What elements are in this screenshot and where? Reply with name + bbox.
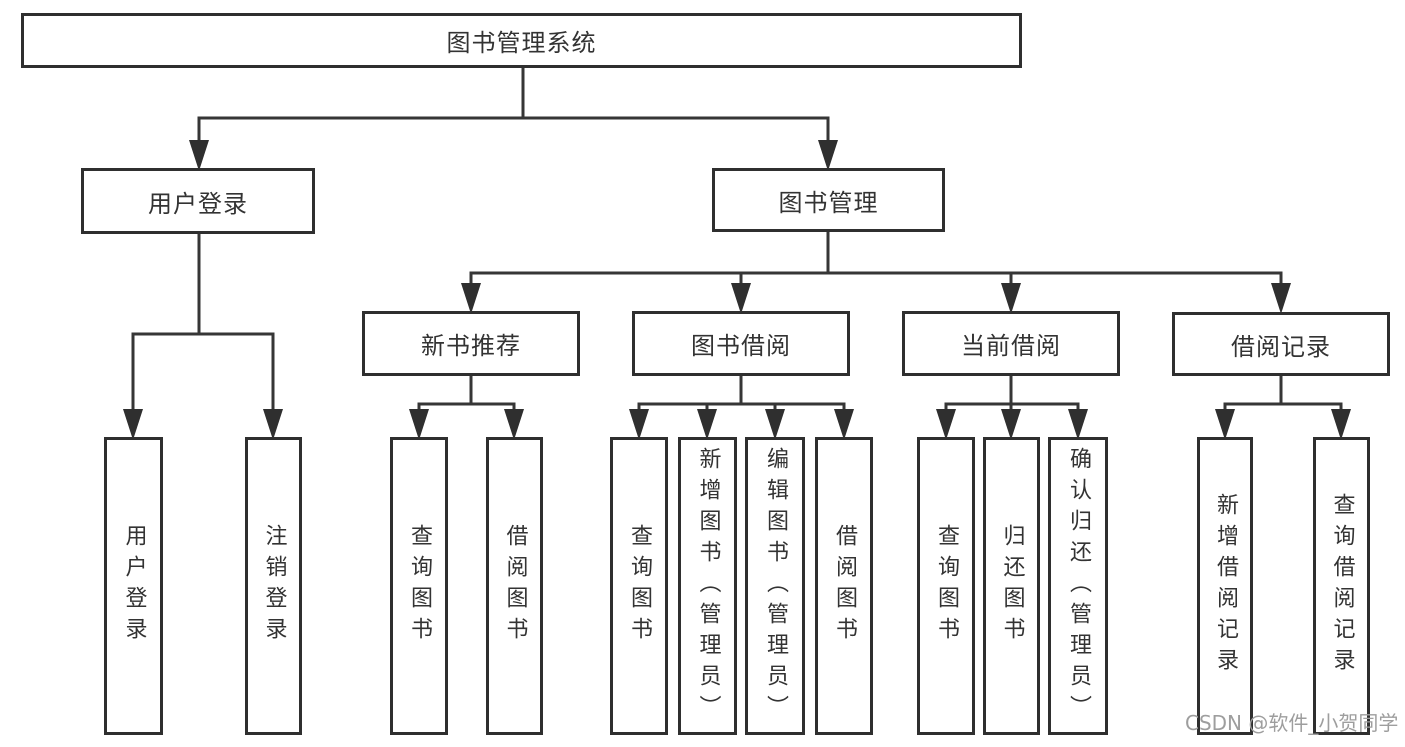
node-label-leaf-borrow-books-1: 借阅图书 (502, 524, 528, 648)
csdn-watermark: CSDN @软件_小贺同学 (1185, 711, 1399, 735)
diagram-node-leaf-user-login: 用户登录 (104, 437, 163, 735)
diagram-node-leaf-query-books-3: 查询图书 (917, 437, 975, 735)
node-label-book-borrowing: 图书借阅 (691, 332, 791, 360)
diagram-node-leaf-query-record: 查询借阅记录 (1313, 437, 1370, 735)
node-label-leaf-borrow-books-2: 借阅图书 (832, 524, 857, 648)
diagram-node-user-login: 用户登录 (81, 168, 315, 234)
node-label-leaf-edit-books: 编辑图书（管理员） (763, 446, 788, 726)
diagram-node-leaf-confirm-return: 确认归还（管理员） (1048, 437, 1108, 735)
diagram-node-leaf-borrow-books-1: 借阅图书 (486, 437, 543, 735)
node-label-leaf-query-record: 查询借阅记录 (1329, 493, 1355, 679)
node-label-leaf-query-books-2: 查询图书 (627, 524, 652, 648)
node-label-borrowing-records: 借阅记录 (1231, 332, 1331, 361)
node-label-current-borrowing: 当前借阅 (961, 332, 1061, 360)
diagram-node-leaf-logout: 注销登录 (245, 437, 302, 735)
diagram-node-leaf-return-books: 归还图书 (983, 437, 1040, 735)
node-label-leaf-query-books-1: 查询图书 (407, 524, 432, 648)
diagram-node-borrowing-records: 借阅记录 (1172, 312, 1390, 376)
diagram-node-new-book-recommend: 新书推荐 (362, 311, 580, 376)
diagram-node-book-borrowing: 图书借阅 (632, 311, 850, 376)
node-label-leaf-return-books: 归还图书 (999, 524, 1025, 648)
diagram-node-current-borrowing: 当前借阅 (902, 311, 1120, 376)
diagram-node-leaf-add-record: 新增借阅记录 (1197, 437, 1253, 735)
node-label-root-system: 图书管理系统 (446, 29, 597, 57)
node-label-leaf-user-login: 用户登录 (121, 524, 147, 648)
node-label-user-login: 用户登录 (148, 189, 248, 218)
diagram-node-leaf-query-books-2: 查询图书 (610, 437, 668, 735)
diagram-node-leaf-borrow-books-2: 借阅图书 (815, 437, 873, 735)
diagram-node-book-management: 图书管理 (712, 168, 945, 232)
diagram-node-leaf-add-books: 新增图书（管理员） (678, 437, 737, 735)
diagram-node-root-system: 图书管理系统 (21, 13, 1022, 68)
node-label-leaf-query-books-3: 查询图书 (934, 524, 959, 648)
node-label-leaf-add-books: 新增图书（管理员） (695, 446, 721, 726)
node-label-book-management: 图书管理 (778, 188, 879, 217)
node-label-leaf-confirm-return: 确认归还（管理员） (1066, 446, 1091, 726)
node-label-leaf-logout: 注销登录 (261, 524, 287, 648)
diagram-node-leaf-query-books-1: 查询图书 (390, 437, 448, 735)
node-label-new-book-recommend: 新书推荐 (421, 332, 521, 360)
diagram-node-leaf-edit-books: 编辑图书（管理员） (745, 437, 805, 735)
node-label-leaf-add-record: 新增借阅记录 (1213, 493, 1238, 679)
